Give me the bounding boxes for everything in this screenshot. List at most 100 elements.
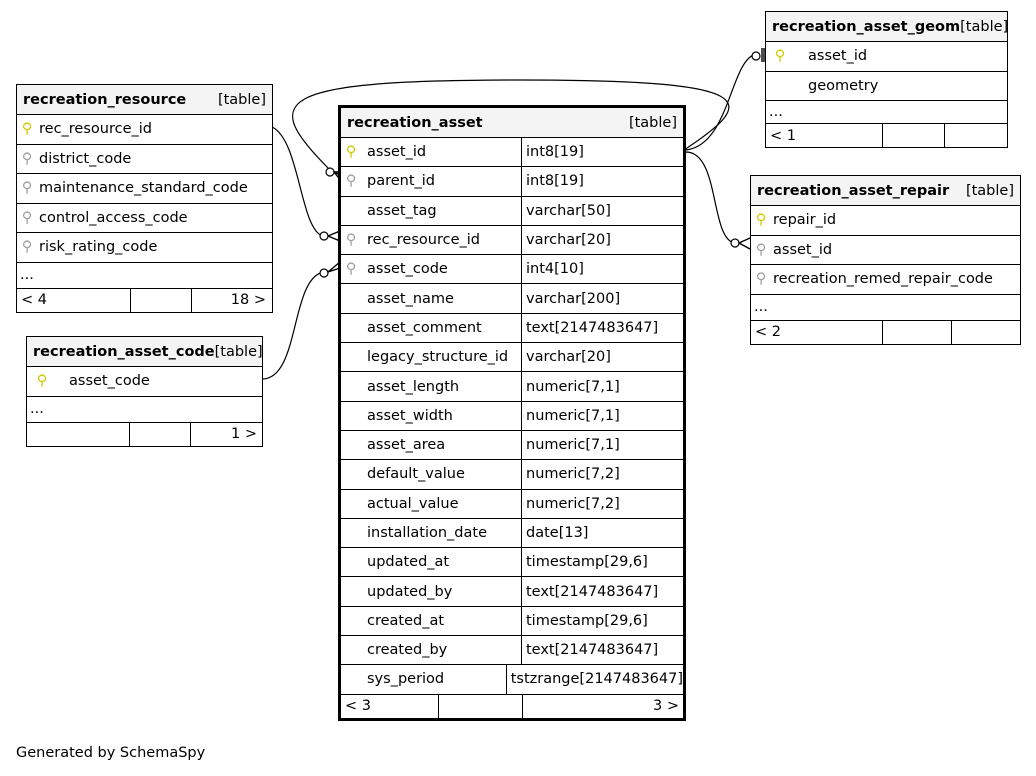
optional-marker-repair	[730, 238, 740, 248]
children-count[interactable]: 3 >	[522, 694, 683, 718]
column-name: asset_code	[367, 261, 448, 278]
column-name: created_by	[367, 642, 448, 659]
column-type: timestamp[29,6]	[521, 548, 648, 577]
optional-marker-parent	[325, 167, 335, 177]
foreign-key-icon: ⚲	[755, 271, 767, 288]
table-recreation-asset-geom[interactable]: recreation_asset_geom [table] ⚲asset_id …	[765, 11, 1008, 148]
children-count[interactable]: 18 >	[191, 288, 270, 312]
column-name: updated_at	[367, 554, 450, 571]
column-row[interactable]: ⚲rec_resource_id	[17, 115, 272, 145]
column-row[interactable]: ⚲district_code	[17, 145, 272, 174]
column-type: int8[19]	[521, 167, 584, 196]
table-header: recreation_resource [table]	[17, 85, 272, 115]
column-row[interactable]: ⚲ asset_id	[751, 236, 1020, 265]
column-name: installation_date	[367, 525, 488, 541]
more-columns-ellipsis: ...	[17, 263, 272, 289]
rec-resource-line	[271, 126, 324, 237]
children-count[interactable]	[951, 320, 1020, 344]
parents-count[interactable]: < 4	[21, 292, 47, 308]
table-kind: [table]	[214, 343, 263, 360]
column-name-cell: ⚲parent_id	[341, 167, 521, 195]
column-type: tstzrange[2147483647]	[505, 665, 683, 694]
column-row[interactable]: installation_date date[13]	[341, 518, 683, 549]
column-name: created_at	[367, 612, 445, 629]
column-row[interactable]: sys_period tstzrange[2147483647]	[341, 665, 683, 695]
column-row[interactable]: ⚲risk_rating_code	[17, 233, 272, 263]
column-row[interactable]: ⚲asset_code	[27, 367, 262, 397]
column-row[interactable]: ⚲recreation_remed_repair_code	[751, 265, 1020, 295]
column-row[interactable]: ⚲maintenance_standard_code	[17, 174, 272, 204]
column-name: asset_comment	[367, 319, 482, 336]
parents-count[interactable]	[27, 423, 129, 446]
column-name-cell: updated_by	[341, 577, 521, 605]
column-row[interactable]: asset_comment text[2147483647]	[341, 313, 683, 344]
column-name: geometry	[808, 77, 879, 94]
foreign-key-icon: ⚲	[755, 241, 767, 258]
table-name: recreation_asset_repair	[757, 182, 950, 199]
table-footer: < 1	[766, 124, 1007, 147]
column-name-cell: created_by	[341, 636, 521, 664]
table-recreation-asset-repair[interactable]: recreation_asset_repair [table] ⚲repair_…	[750, 175, 1021, 345]
parents-count[interactable]: < 1	[770, 127, 796, 144]
table-name: recreation_resource	[23, 91, 187, 108]
column-name: legacy_structure_id	[367, 349, 509, 366]
foreign-key-icon: ⚲	[345, 232, 357, 249]
table-recreation-asset-code[interactable]: recreation_asset_code [table] ⚲asset_cod…	[26, 336, 263, 447]
generated-by-credit: Generated by SchemaSpy	[16, 745, 206, 761]
column-name: default_value	[367, 466, 465, 483]
column-row[interactable]: ⚲control_access_code	[17, 204, 272, 233]
table-header: recreation_asset [table]	[341, 108, 683, 138]
column-name-cell: sys_period	[341, 665, 506, 693]
column-name: sys_period	[367, 671, 445, 688]
column-row[interactable]: ⚲repair_id	[751, 206, 1020, 236]
column-row[interactable]: updated_at timestamp[29,6]	[341, 548, 683, 578]
table-recreation-resource[interactable]: recreation_resource [table] ⚲rec_resourc…	[16, 84, 273, 313]
column-row[interactable]: ⚲ asset_id	[766, 42, 1007, 72]
primary-key-icon: ⚲	[774, 48, 786, 65]
column-type: text[2147483647]	[521, 313, 658, 343]
optional-marker-geom	[751, 51, 761, 61]
primary-key-icon: ⚲	[21, 121, 33, 138]
children-count[interactable]: 1 >	[190, 422, 261, 446]
column-name: asset_area	[367, 437, 446, 454]
geom-line	[685, 53, 757, 151]
column-name-cell: legacy_structure_id	[341, 343, 521, 371]
table-kind: [table]	[965, 182, 1014, 199]
parents-count[interactable]: < 3	[345, 698, 371, 715]
column-name: asset_id	[773, 241, 833, 258]
column-name: asset_code	[69, 373, 150, 390]
column-name: asset_id	[808, 48, 868, 65]
table-footer: < 3 3 >	[341, 694, 683, 718]
column-type: date[13]	[521, 518, 588, 548]
table-kind: [table]	[217, 91, 266, 108]
table-kind: [table]	[628, 114, 677, 131]
more-columns-ellipsis: ...	[751, 295, 1020, 321]
crowfoot-repair	[738, 237, 751, 250]
column-type: varchar[20]	[521, 225, 611, 255]
children-count[interactable]	[944, 124, 1007, 147]
parents-count[interactable]: < 2	[755, 324, 781, 340]
column-type: numeric[7,2]	[521, 489, 620, 518]
foreign-key-icon: ⚲	[345, 261, 357, 278]
column-name: repair_id	[773, 212, 837, 229]
table-footer: < 4 18 >	[17, 288, 272, 312]
column-row[interactable]: geometry	[766, 72, 1007, 101]
column-type: varchar[50]	[521, 196, 611, 225]
